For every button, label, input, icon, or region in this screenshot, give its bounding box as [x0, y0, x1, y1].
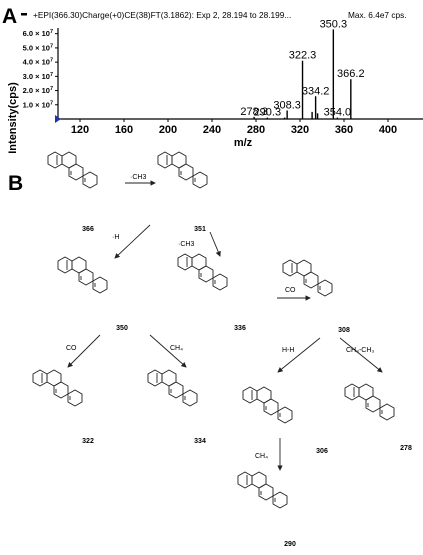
transition-labels: ·CH3 ·H ·CH3 CO CO CH₄ H-H CH₃-CH₃ CH₄ — [66, 174, 374, 460]
x-tick-label-240: 240 — [203, 124, 221, 136]
x-tick-label-120: 120 — [71, 124, 89, 136]
x-tick-label-160: 160 — [115, 124, 133, 136]
spectrum-header: +EPI(366.30)Charge(+0)CE(38)FT(3.1862): … — [33, 10, 291, 20]
y-tick-label-5: 5.0 × 107 — [23, 43, 53, 52]
x-tick-label-360: 360 — [335, 124, 353, 136]
compound-label-351: 351 — [194, 226, 206, 233]
compound-label-336: 336 — [234, 325, 246, 332]
compound-label-350: 350 — [116, 325, 128, 332]
x-tick-label-320: 320 — [291, 124, 309, 136]
structure-336 — [178, 254, 227, 290]
y-tick-label-3: 3.0 × 107 — [23, 72, 53, 81]
peak-label-6: 334.2 — [302, 85, 330, 97]
transition-label-336-308: CO — [285, 287, 296, 294]
transition-label-351-336: ·CH3 — [178, 241, 194, 248]
transition-label-308-278: CH₃-CH₃ — [346, 347, 374, 354]
compound-label-290: 290 — [284, 541, 296, 548]
peak-label-10: 366.2 — [337, 68, 365, 80]
panel-a-letter: A — [2, 5, 17, 28]
x-tick-label-200: 200 — [159, 124, 177, 136]
transition-label-306-290: CH₄ — [255, 453, 268, 460]
compound-label-322: 322 — [82, 438, 94, 445]
y-tick-label-6: 6.0 × 107 — [23, 29, 53, 38]
structure-351 — [158, 152, 207, 188]
structure-278 — [345, 384, 394, 420]
compound-label-366: 366 — [82, 226, 94, 233]
arrow-308-278 — [340, 338, 382, 372]
mass-spectrum-chart: 1201602002402803203604004401.0 × 1072.0 … — [23, 18, 423, 136]
x-axis-label: m/z — [234, 137, 253, 149]
structure-350 — [58, 257, 107, 293]
x-tick-label-280: 280 — [247, 124, 265, 136]
panel-b-letter: B — [8, 172, 23, 195]
x-tick-label-400: 400 — [379, 124, 397, 136]
fragmentation-arrows — [68, 183, 382, 470]
transition-label-366-351: ·CH3 — [130, 174, 146, 181]
structure-334 — [148, 370, 197, 406]
compound-labels: 366 351 350 336 308 322 334 306 278 290 — [82, 226, 412, 548]
y-tick-label-4: 4.0 × 107 — [23, 58, 53, 67]
y-tick-label-2: 2.0 × 107 — [23, 86, 53, 95]
peak-label-9: 354.0 — [324, 107, 352, 119]
arrow-351-336 — [210, 232, 220, 256]
transition-label-350-334: CH₄ — [170, 345, 183, 352]
transition-label-350-322: CO — [66, 345, 77, 352]
structure-322 — [33, 370, 82, 406]
compound-label-278: 278 — [400, 445, 412, 452]
compound-label-306: 306 — [316, 448, 328, 455]
structure-366 — [48, 152, 97, 188]
spectrum-max-label: Max. 6.4e7 cps. — [348, 10, 407, 20]
panel-a-dash — [21, 13, 27, 16]
y-tick-label-1: 1.0 × 107 — [23, 100, 53, 109]
peak-label-8: 350.3 — [320, 18, 348, 30]
arrow-308-306 — [278, 338, 320, 372]
arrow-351-350 — [115, 225, 150, 258]
structure-306 — [243, 387, 292, 423]
y-axis-label: Intensity(cps) — [7, 82, 19, 154]
structure-290 — [238, 472, 287, 508]
compound-label-308: 308 — [338, 327, 350, 334]
transition-label-351-350: ·H — [112, 234, 119, 241]
peak-label-3: 308.3 — [273, 99, 301, 111]
compound-label-334: 334 — [194, 438, 206, 445]
peak-label-4: 322.3 — [289, 50, 317, 62]
transition-label-308-306: H-H — [282, 347, 294, 354]
